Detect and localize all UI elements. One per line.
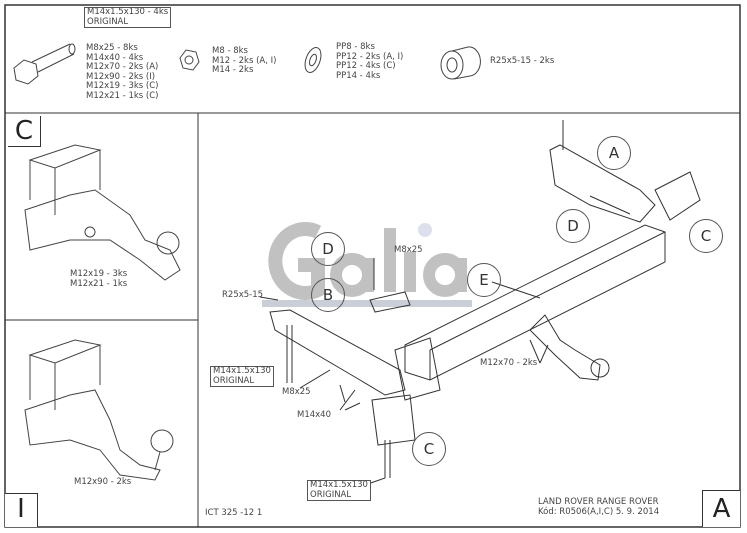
washer-list: PP8 - 8ks PP12 - 2ks (A, I) PP12 - 4ks (… xyxy=(336,42,404,81)
list-item: M12 - 2ks (A, I) xyxy=(212,55,277,66)
text: ORIGINAL xyxy=(310,489,352,500)
towball-c-drawing xyxy=(24,144,181,281)
callout-d: D xyxy=(311,232,345,266)
callout-a: A xyxy=(597,136,631,170)
callout-c: C xyxy=(689,219,723,253)
note-original-bolt: M14x1.5x130 ORIGINAL xyxy=(210,366,274,388)
list-item: M8 - 8ks xyxy=(212,46,248,56)
nut-icon xyxy=(179,49,200,71)
callout-c: C xyxy=(412,432,446,466)
list-item: PP8 - 8ks xyxy=(336,42,375,52)
title-block: LAND ROVER RANGE ROVER Kód: R0506(A,I,C)… xyxy=(538,497,660,517)
original-bolt-note: M14x1.5x130 - 4ks ORIGINAL xyxy=(84,7,172,29)
bolt-list: M8x25 - 8ks M14x40 - 4ks M12x70 - 2ks (A… xyxy=(86,43,159,102)
nut-list: M8 - 8ks M12 - 2ks (A, I) M14 - 2ks xyxy=(212,46,277,76)
list-item: M8x25 - 8ks xyxy=(86,43,138,53)
list-item: PP12 - 2ks (A, I) xyxy=(336,51,404,62)
callout-e: E xyxy=(467,263,501,297)
towball-i-drawing xyxy=(24,339,174,481)
panel-c-label: C xyxy=(8,116,41,147)
text: M14x1.5x130 - 4ks xyxy=(87,7,169,17)
list-item: M12x19 - 3ks (C) xyxy=(86,81,159,92)
text: M12x19 - 3ks xyxy=(70,269,128,279)
note-original-bolt: M14x1.5x130 ORIGINAL xyxy=(307,480,371,502)
panel-c-notes: M12x19 - 3ks M12x21 - 1ks xyxy=(70,269,128,289)
panel-i-label: I xyxy=(5,493,38,527)
spacer-icon xyxy=(440,46,481,80)
list-item: M14 - 2ks xyxy=(212,65,254,76)
list-item: M12x21 - 1ks (C) xyxy=(86,90,159,101)
note-r25x5-15: R25x5-15 xyxy=(222,290,264,300)
list-item: PP12 - 4ks (C) xyxy=(336,61,396,72)
spacer-note: R25x5-15 - 2ks xyxy=(490,56,555,66)
text: ORIGINAL xyxy=(87,16,129,27)
note-m12x70: M12x70 - 2ks xyxy=(480,358,538,368)
vehicle-name: LAND ROVER RANGE ROVER xyxy=(538,497,659,507)
note-m8x25: M8x25 xyxy=(282,387,311,397)
text: M14x1.5x130 xyxy=(213,366,271,376)
towbar-drawing xyxy=(259,120,701,487)
callout-b: B xyxy=(311,278,345,312)
drawing-number: ICT 325 -12 1 xyxy=(205,508,263,518)
list-item: M14x40 - 4ks xyxy=(86,52,144,63)
text: ORIGINAL xyxy=(213,375,255,386)
galia-logo xyxy=(262,222,472,307)
text: M12x21 - 1ks xyxy=(70,278,128,289)
drawing-code: Kód: R0506(A,I,C) 5. 9. 2014 xyxy=(538,506,660,517)
text: M14x1.5x130 xyxy=(310,480,368,490)
outer-frame xyxy=(4,4,741,528)
bolt-icon xyxy=(13,43,76,85)
panel-i-note: M12x90 - 2ks xyxy=(74,477,132,487)
callout-d: D xyxy=(556,209,590,243)
note-m14x40: M14x40 xyxy=(297,410,331,420)
washer-icon xyxy=(304,47,322,73)
list-item: PP14 - 4ks xyxy=(336,70,381,81)
panel-a-label: A xyxy=(702,490,740,527)
list-item: M12x90 - 2ks (I) xyxy=(86,71,156,82)
note-m8x25: M8x25 xyxy=(394,245,423,255)
list-item: M12x70 - 2ks (A) xyxy=(86,62,159,73)
